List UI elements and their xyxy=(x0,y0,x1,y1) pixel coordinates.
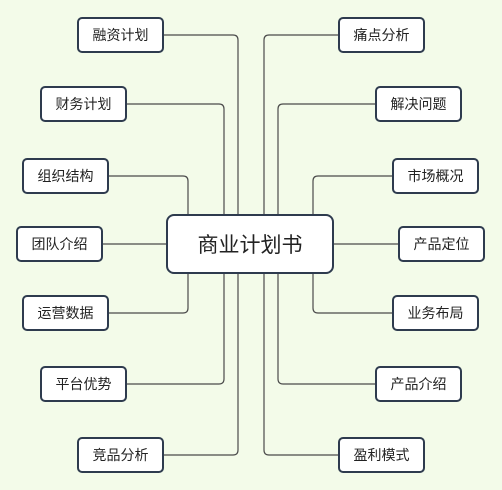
branch-label: 痛点分析 xyxy=(353,28,410,44)
branch-label: 团队介绍 xyxy=(31,237,88,253)
branch-label: 融资计划 xyxy=(92,28,149,44)
connector-left-5 xyxy=(127,274,225,385)
branch-label: 业务布局 xyxy=(407,306,464,322)
branch-node-right-0[interactable]: 痛点分析 xyxy=(338,17,425,53)
branch-label: 产品定位 xyxy=(413,237,470,253)
branch-label: 竞品分析 xyxy=(92,448,149,464)
branch-label: 财务计划 xyxy=(55,97,112,113)
connector-right-2 xyxy=(312,175,392,214)
branch-node-left-1[interactable]: 财务计划 xyxy=(40,86,127,122)
connector-right-4 xyxy=(312,274,392,314)
connector-left-2 xyxy=(109,175,189,214)
branch-node-left-3[interactable]: 团队介绍 xyxy=(16,226,103,262)
branch-label: 平台优势 xyxy=(55,377,112,393)
connector-left-4 xyxy=(109,274,189,314)
connector-left-6 xyxy=(164,274,239,456)
branch-node-left-5[interactable]: 平台优势 xyxy=(40,366,127,402)
branch-node-left-2[interactable]: 组织结构 xyxy=(22,158,109,194)
branch-node-right-4[interactable]: 业务布局 xyxy=(392,295,479,331)
branch-node-left-6[interactable]: 竞品分析 xyxy=(77,437,164,473)
branch-node-left-0[interactable]: 融资计划 xyxy=(77,17,164,53)
branch-node-left-4[interactable]: 运营数据 xyxy=(22,295,109,331)
branch-label: 产品介绍 xyxy=(390,377,447,393)
branch-node-right-2[interactable]: 市场概况 xyxy=(392,158,479,194)
connector-right-6 xyxy=(263,274,338,456)
connector-left-1 xyxy=(127,103,225,214)
central-topic[interactable]: 商业计划书 xyxy=(166,214,334,274)
connector-right-5 xyxy=(277,274,375,385)
branch-node-right-1[interactable]: 解决问题 xyxy=(375,86,462,122)
connector-right-0 xyxy=(263,34,338,214)
connector-left-0 xyxy=(164,34,239,214)
branch-node-right-3[interactable]: 产品定位 xyxy=(398,226,485,262)
branch-label: 运营数据 xyxy=(37,306,94,322)
branch-label: 解决问题 xyxy=(390,97,447,113)
branch-label: 盈利模式 xyxy=(353,448,410,464)
branch-label: 组织结构 xyxy=(37,169,94,185)
branch-node-right-5[interactable]: 产品介绍 xyxy=(375,366,462,402)
central-topic-label: 商业计划书 xyxy=(197,233,303,257)
connector-right-1 xyxy=(277,103,375,214)
branch-node-right-6[interactable]: 盈利模式 xyxy=(338,437,425,473)
branch-label: 市场概况 xyxy=(407,169,464,185)
